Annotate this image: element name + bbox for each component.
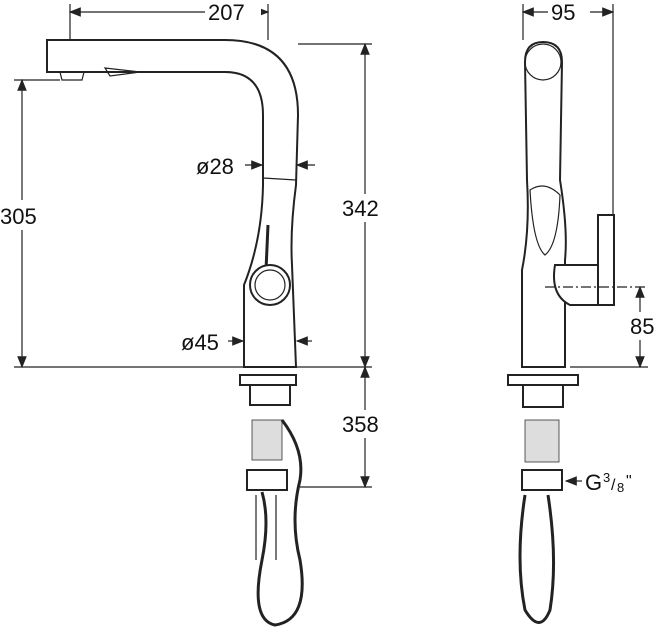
dimension-width-207: 207 bbox=[208, 0, 245, 25]
dimension-depth-95: 95 bbox=[551, 0, 575, 25]
thread-inch: " bbox=[626, 473, 632, 490]
dimension-diameter-45: ø45 bbox=[181, 330, 219, 355]
dimension-hose-358: 358 bbox=[342, 412, 379, 437]
thread-den: 8 bbox=[617, 480, 624, 495]
dimension-height-342: 342 bbox=[342, 196, 379, 221]
dimension-lever-85: 85 bbox=[630, 314, 654, 339]
dimension-height-305: 305 bbox=[0, 204, 37, 229]
side-view-faucet bbox=[507, 40, 615, 624]
dimension-diameter-28: ø28 bbox=[196, 154, 234, 179]
thread-slash: / bbox=[611, 477, 616, 494]
dimension-lines-front bbox=[14, 4, 372, 489]
connection-thread-label: G 3 / 8 " bbox=[585, 470, 632, 495]
thread-num: 3 bbox=[603, 470, 610, 485]
thread-g: G bbox=[585, 470, 602, 495]
front-view-faucet bbox=[46, 39, 304, 627]
